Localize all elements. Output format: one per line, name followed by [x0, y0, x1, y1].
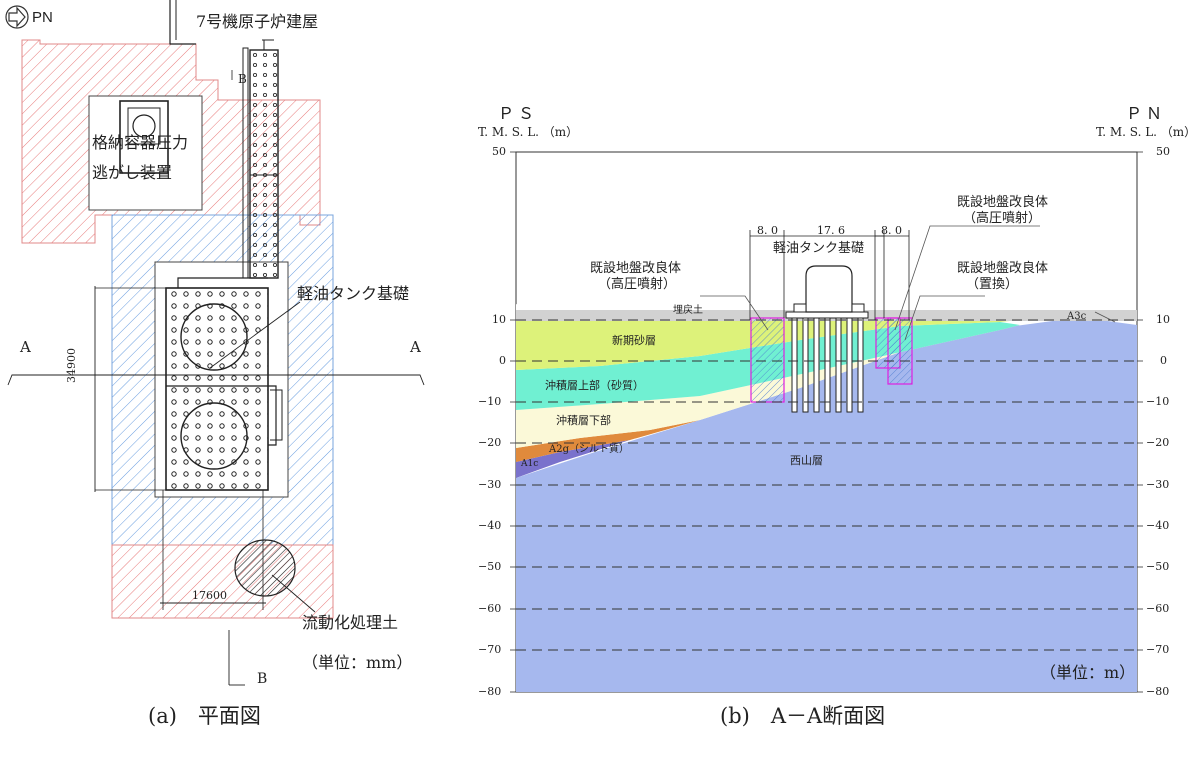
section-b-bottom: B: [257, 671, 268, 687]
elev-right-m10: −10: [1146, 395, 1170, 408]
tank-label: 軽油タンク基礎: [297, 284, 410, 303]
layer-nishiyama-label: 西山層: [790, 454, 823, 467]
section-a-right: A: [410, 338, 421, 356]
elev-left-m40: −40: [478, 519, 502, 532]
layer-upper-label: 沖積層上部（砂質）: [545, 379, 644, 392]
layer-a1c-label: A1c: [521, 459, 539, 469]
elev-left-m60: −60: [478, 602, 502, 615]
north-label: PN: [32, 9, 53, 26]
layer-a3c-label: A3c: [1067, 311, 1087, 322]
layer-shinki-label: 新期砂層: [612, 334, 656, 347]
section-a-left: A: [20, 338, 31, 356]
dim-horizontal-label: 17600: [192, 589, 227, 602]
tank-body: [805, 265, 853, 313]
elev-right-50: 50: [1156, 145, 1170, 158]
elev-right-m40: −40: [1146, 519, 1170, 532]
elevation-gridlines: [516, 319, 1137, 651]
plan-unit-label: （単位：mm）: [302, 653, 413, 672]
fluid-soil-label: 流動化処理土: [302, 613, 399, 632]
section-caption: (b) A－A断面図: [720, 704, 886, 728]
layer-a2g-label: A2g（シルト質）: [549, 444, 629, 455]
improve-hp-left-1: 既設地盤改良体: [590, 261, 682, 276]
tmsl-right: T. M. S. L. （m）: [1096, 125, 1197, 139]
improve-hp-right-1: 既設地盤改良体: [957, 195, 1049, 210]
elev-right-m50: −50: [1146, 560, 1170, 573]
pn-label: ＰＮ: [1126, 104, 1167, 123]
elev-right-m70: −70: [1146, 643, 1170, 656]
elev-right-m20: −20: [1146, 436, 1170, 449]
elev-right-0: 0: [1160, 354, 1167, 367]
elev-left-0: 0: [499, 354, 506, 367]
elev-left-10: 10: [492, 313, 506, 326]
improvement-replace: [887, 317, 913, 385]
north-arrow-icon: [5, 5, 29, 29]
elev-left-m10: −10: [478, 395, 502, 408]
elev-left-m70: −70: [478, 643, 502, 656]
section-b-top: B: [238, 72, 247, 86]
layer-a1c: [516, 440, 630, 478]
layer-a2g: [516, 420, 700, 462]
elev-left-m50: −50: [478, 560, 502, 573]
section-view: [510, 151, 1143, 693]
dim-8a: 8. 0: [757, 224, 778, 237]
vent-label-line2: 逃がし装置: [92, 163, 173, 182]
plan-caption: (a) 平面図: [148, 704, 261, 728]
building-label: 7号機原子炉建屋: [196, 12, 319, 31]
improve-rep-1: 既設地盤改良体: [957, 261, 1049, 276]
dim-vertical-label: 34900: [65, 348, 78, 383]
improvement-hp-left: [750, 317, 785, 403]
improve-rep-2: （置換）: [966, 277, 1019, 292]
bottom-red-area: [111, 544, 334, 619]
ps-label: ＰＳ: [498, 104, 539, 123]
elev-left-50: 50: [492, 145, 506, 158]
elev-right-m60: −60: [1146, 602, 1170, 615]
piles: [791, 317, 864, 413]
foundation-mat: [785, 311, 869, 319]
plan-view: [5, 0, 425, 686]
dim-176: 17. 6: [817, 224, 845, 237]
elev-right-10: 10: [1156, 313, 1170, 326]
section-unit-label: （単位：m）: [1040, 663, 1136, 682]
elev-right-m30: −30: [1146, 478, 1170, 491]
dimension-lines: [749, 230, 910, 320]
layer-lower-label: 沖積層下部: [556, 414, 611, 427]
vent-label-line1: 格納容器圧力: [92, 133, 189, 152]
duct-trench: [249, 49, 279, 279]
layer-nishiyama: [516, 320, 1137, 692]
elev-right-m80: −80: [1146, 685, 1170, 698]
improve-hp-left-2: （高圧噴射）: [598, 277, 677, 292]
foundation-label: 軽油タンク基礎: [773, 241, 865, 256]
layer-fill-label: 埋戻土: [673, 305, 703, 316]
elev-left-m80: −80: [478, 685, 502, 698]
dim-8b: 8. 0: [881, 224, 902, 237]
improve-hp-right-2: （高圧噴射）: [963, 211, 1042, 226]
elev-left-m30: −30: [478, 478, 502, 491]
elev-left-m20: −20: [478, 436, 502, 449]
tmsl-left: T. M. S. L. （m）: [478, 125, 579, 139]
tank-foundation: [165, 287, 269, 491]
